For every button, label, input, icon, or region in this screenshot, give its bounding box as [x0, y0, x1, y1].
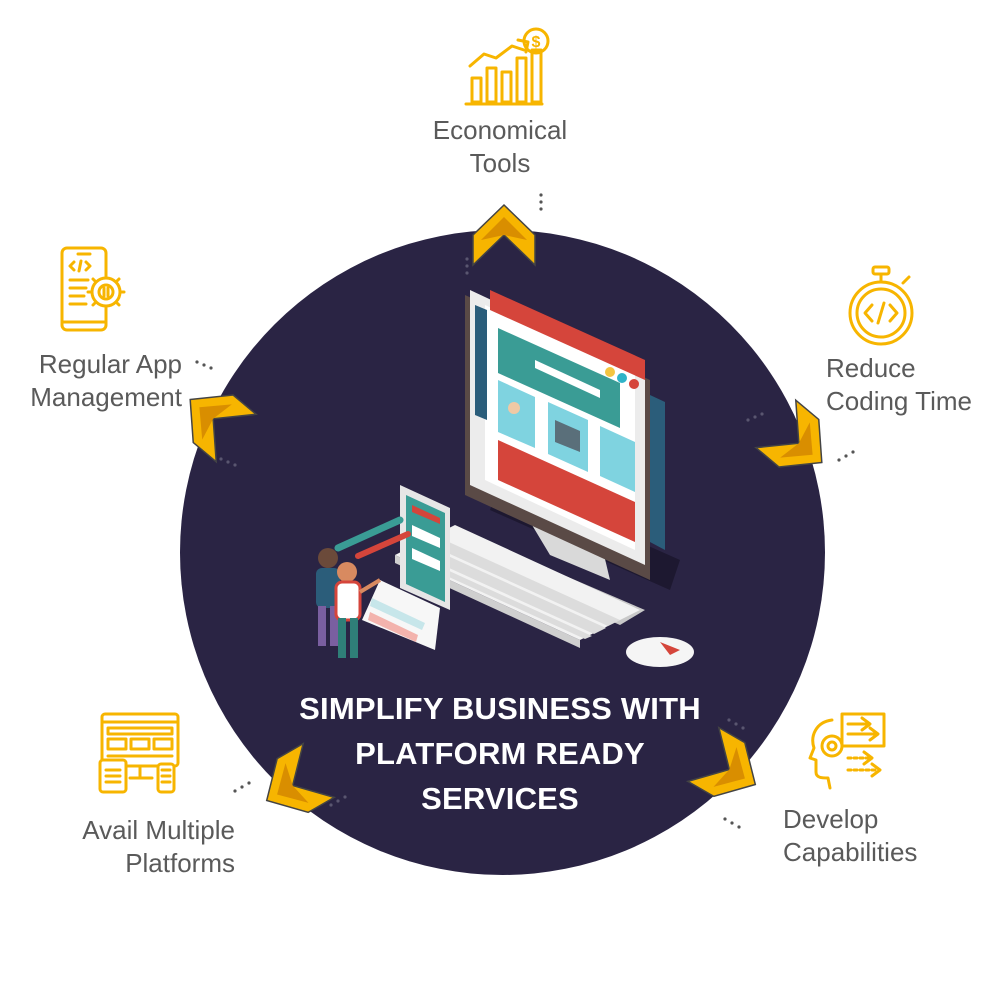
connector-dots-left-inner — [219, 457, 237, 467]
developer-workstation-illustration — [316, 290, 694, 667]
label-avail-multiple-platforms-line-1: Avail Multiple — [82, 815, 235, 845]
label-avail-multiple-platforms: Avail Multiple Platforms — [20, 814, 235, 880]
label-regular-app-management: Regular App Management — [4, 348, 182, 414]
headline-line-1: SIMPLIFY BUSINESS WITH — [299, 691, 701, 726]
headline-line-2: PLATFORM READY — [355, 736, 645, 771]
connector-dots-bottom-right — [723, 817, 741, 829]
headline: SIMPLIFY BUSINESS WITH PLATFORM READY SE… — [270, 686, 730, 821]
mobile-code-gear-icon — [60, 246, 126, 332]
connector-dots-bottom-left-inner — [329, 795, 347, 807]
label-avail-multiple-platforms-line-2: Platforms — [125, 848, 235, 878]
connector-dots-left — [195, 360, 213, 370]
svg-text:$: $ — [532, 34, 541, 51]
label-develop-capabilities: Develop Capabilities — [783, 803, 917, 869]
multi-device-icon — [98, 712, 180, 794]
head-gear-arrows-icon — [808, 712, 886, 790]
label-reduce-coding-time-line-1: Reduce — [826, 353, 916, 383]
chevron-right-icon — [754, 398, 823, 468]
connector-dots-top — [539, 193, 543, 211]
chevron-down-right-icon — [685, 726, 757, 798]
chevron-down-left-icon — [265, 742, 337, 814]
label-reduce-coding-time-line-2: Coding Time — [826, 386, 972, 416]
chevron-up-icon — [472, 203, 536, 267]
chevron-left-icon — [189, 394, 258, 464]
connector-dots-right-inner — [746, 412, 764, 422]
headline-line-3: SERVICES — [421, 781, 579, 816]
label-reduce-coding-time: Reduce Coding Time — [826, 352, 972, 418]
label-regular-app-management-line-2: Management — [30, 382, 182, 412]
growth-chart-dollar-icon: $ — [464, 27, 550, 106]
label-develop-capabilities-line-1: Develop — [783, 804, 879, 834]
connector-dots-bottom-left — [233, 781, 251, 793]
label-develop-capabilities-line-2: Capabilities — [783, 837, 918, 867]
label-economical-tools-line-1: Economical — [432, 115, 568, 145]
stopwatch-code-icon — [848, 265, 914, 346]
label-economical-tools-line-2: Tools — [469, 148, 531, 178]
connector-dots-top-inner — [465, 257, 469, 275]
label-economical-tools: Economical Tools — [400, 114, 600, 180]
connector-dots-bottom-right-inner — [727, 718, 745, 730]
connector-dots-right — [837, 450, 855, 462]
label-regular-app-management-line-1: Regular App — [38, 349, 182, 379]
